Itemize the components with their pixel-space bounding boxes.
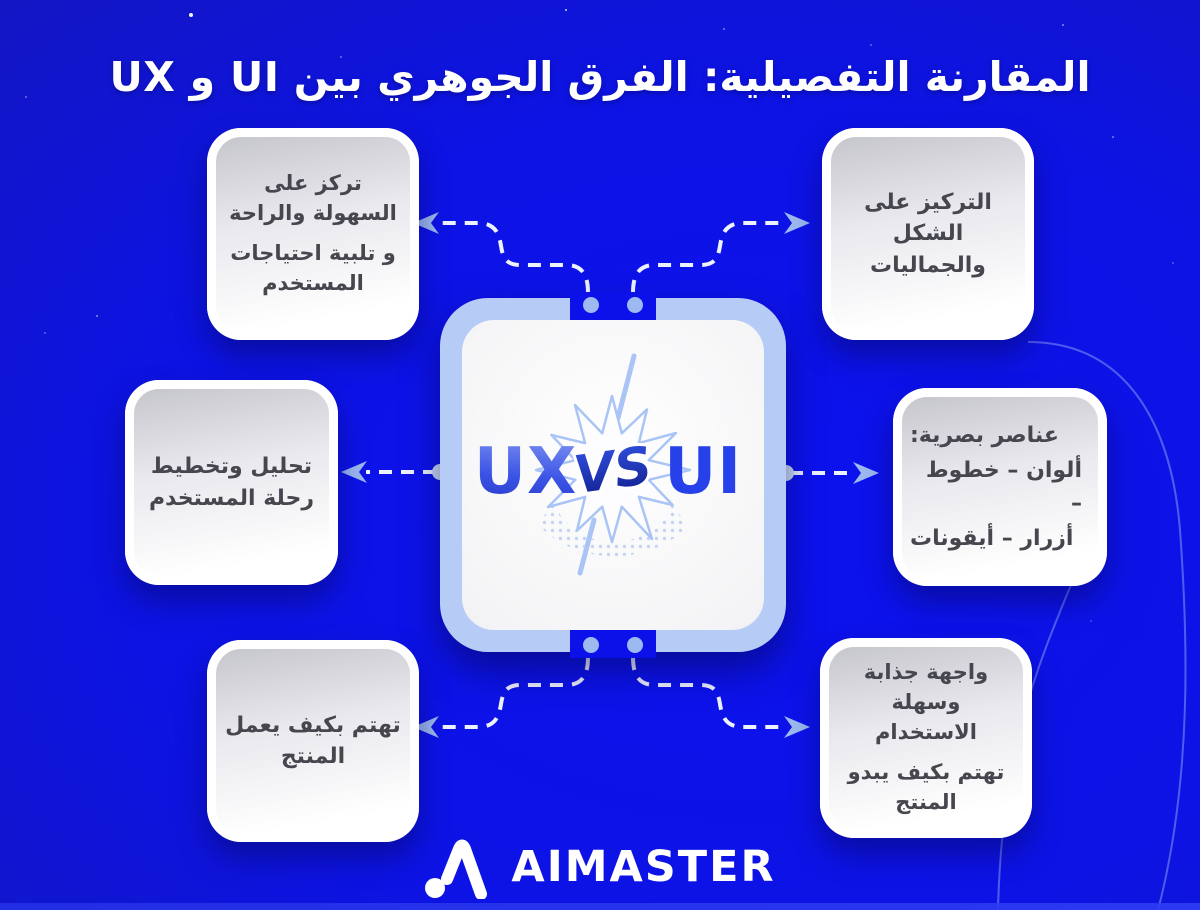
connector-bottom-right <box>631 656 786 729</box>
card-text-line: تحليل وتخطيط رحلة المستخدم <box>148 454 315 511</box>
connector-top-left <box>438 221 590 294</box>
page-title: المقارنة التفصيلية: الفرق الجوهري بين UI… <box>109 53 1091 102</box>
connector-dot-icon <box>627 637 643 653</box>
card-surface: تهتم بكيف يعمل المنتج <box>216 649 410 833</box>
card-ui-how-product-looks: واجهة جذابة وسهلة الاستخدام تهتم بكيف يب… <box>820 638 1032 838</box>
connector-dot-icon <box>627 297 643 313</box>
card-text-line: و تلبية احتياجات المستخدم <box>230 241 396 295</box>
ux-label: UX <box>474 435 578 510</box>
card-ux-ease-comfort: تركز على السهولة والراحة و تلبية احتياجا… <box>207 128 419 340</box>
ui-label: UI <box>664 435 742 510</box>
vs-starburst-icon: VS <box>534 353 692 576</box>
vs-label: VS <box>570 436 655 506</box>
arrow-left-icon <box>341 461 367 483</box>
card-text-line: التركيز على الشكل والجماليات <box>864 190 992 278</box>
arrow-right-icon <box>784 212 810 234</box>
card-ux-journey-analysis: تحليل وتخطيط رحلة المستخدم <box>125 380 338 585</box>
connector-tab-bottom <box>570 628 656 658</box>
card-text-line: ألوان – خطوط – <box>925 458 1082 516</box>
card-ui-form-aesthetics: التركيز على الشكل والجماليات <box>822 128 1034 340</box>
arrow-right-icon <box>853 462 879 484</box>
card-ui-visual-elements: عناصر بصرية: ألوان – خطوط – أزرار – أيقو… <box>893 388 1107 586</box>
starburst-shape <box>534 394 692 544</box>
card-text-line: تركز على السهولة والراحة <box>229 171 397 226</box>
connector-dot-icon <box>583 637 599 653</box>
bottom-strip-decoration <box>0 903 1200 910</box>
card-surface: واجهة جذابة وسهلة الاستخدام تهتم بكيف يب… <box>829 647 1023 829</box>
logo: AIMASTER <box>0 834 1200 900</box>
connector-dot-icon <box>583 297 599 313</box>
connector-bottom-left <box>438 656 590 729</box>
card-text-line: عناصر بصرية: <box>910 423 1059 448</box>
card-text-line: أزرار – أيقونات <box>910 526 1074 551</box>
logo-text: AIMASTER <box>511 842 776 892</box>
connector-top-right <box>631 221 786 294</box>
card-surface: عناصر بصرية: ألوان – خطوط – أزرار – أيقو… <box>902 397 1098 577</box>
halftone-dots <box>538 502 688 557</box>
card-surface: تركز على السهولة والراحة و تلبية احتياجا… <box>216 137 410 331</box>
card-surface: التركيز على الشكل والجماليات <box>831 137 1025 331</box>
card-ux-how-product-works: تهتم بكيف يعمل المنتج <box>207 640 419 842</box>
arrow-right-icon <box>784 716 810 738</box>
connector-tab-top <box>570 292 656 322</box>
card-text-line: تهتم بكيف يعمل المنتج <box>225 712 401 769</box>
card-text-line: تهتم بكيف يبدو المنتج <box>847 759 1005 814</box>
center-card: VS UX UI <box>462 320 764 630</box>
center-card-frame: VS UX UI <box>440 292 786 658</box>
card-text-line: واجهة جذابة وسهلة الاستخدام <box>863 660 989 745</box>
aimaster-logo-icon <box>425 839 488 899</box>
card-surface: تحليل وتخطيط رحلة المستخدم <box>134 389 329 576</box>
